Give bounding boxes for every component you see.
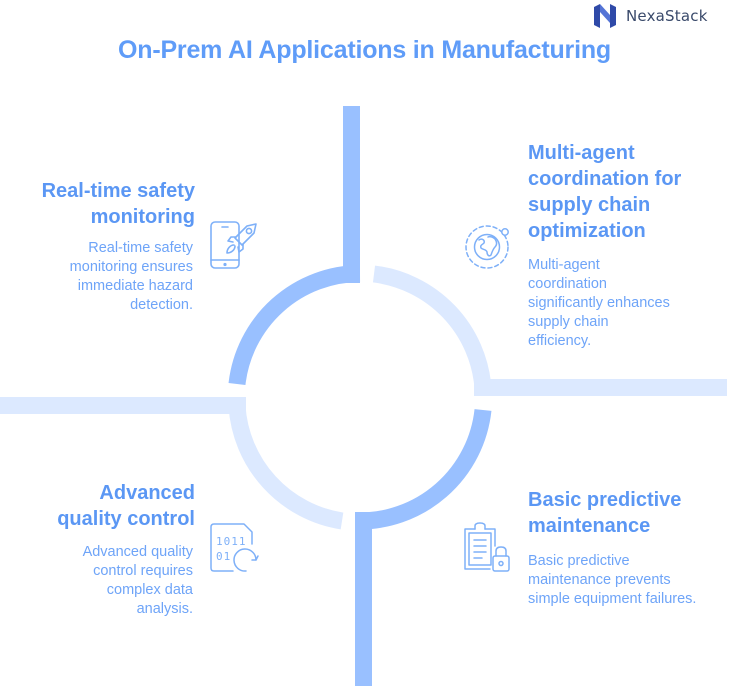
nexastack-logo-icon xyxy=(594,4,616,28)
quadrant-desc-top-right: Multi-agent coordination significantly e… xyxy=(528,257,670,349)
brand-logo: NexaStack xyxy=(592,3,708,29)
quadrant-heading-top-right: Multi-agent coordination for supply chai… xyxy=(528,142,682,242)
clipboard-lock-icon xyxy=(464,522,510,572)
globe-orbit-icon xyxy=(465,225,509,269)
brand-name: NexaStack xyxy=(626,7,708,25)
mobile-rocket-icon xyxy=(210,221,257,269)
page-title: On-Prem AI Applications in Manufacturing xyxy=(118,36,611,64)
quadrant-heading-bottom-right: Basic predictive maintenance xyxy=(528,489,682,537)
bottom-right-connector xyxy=(355,408,492,530)
top-right-connector xyxy=(372,265,492,389)
binary-file-refresh-icon: 1011 01 xyxy=(210,523,259,572)
quadrant-desc-top-left: Real-time safety monitoring ensures imme… xyxy=(69,240,193,313)
quadrant-desc-bottom-left: Advanced quality control requires comple… xyxy=(82,544,193,617)
quadrant-heading-bottom-left: Advanced quality control xyxy=(57,482,195,530)
quadrant-desc-bottom-right: Basic predictive maintenance prevents si… xyxy=(528,553,697,607)
bottom-left-connector xyxy=(228,405,344,530)
quadrant-heading-top-left: Real-time safety monitoring xyxy=(41,180,195,228)
svg-text:01: 01 xyxy=(216,550,231,563)
svg-text:1011: 1011 xyxy=(216,535,247,548)
